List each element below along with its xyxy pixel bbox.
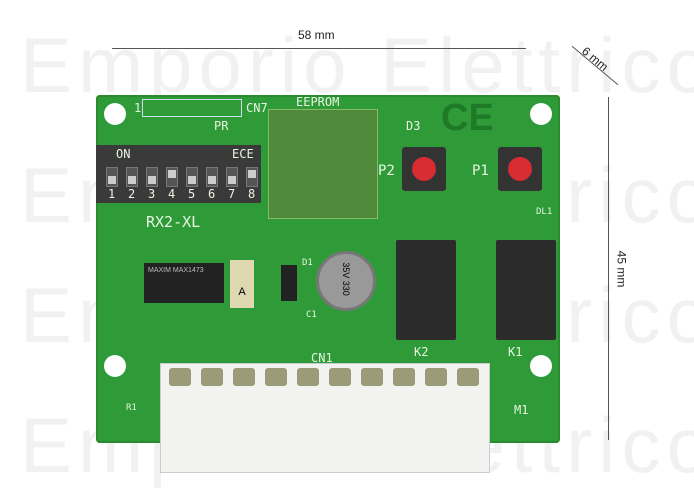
d1-label: D1	[302, 258, 313, 268]
r1-label: R1	[126, 403, 137, 413]
diode	[281, 265, 297, 301]
watermark: Emporio Elettrico	[20, 21, 694, 109]
width-dimension: 58 mm	[298, 28, 335, 42]
cn7-label: CN7	[246, 101, 268, 115]
relay-k2	[396, 240, 456, 340]
receiver-chip: MAXIM MAX1473	[144, 263, 224, 303]
model-label: RX2-XL	[146, 213, 201, 231]
p2-label: P2	[378, 163, 395, 179]
cn1-label: CN1	[311, 351, 333, 365]
terminal-block-cn1[interactable]	[160, 363, 490, 473]
mounting-hole	[530, 103, 552, 125]
eeprom-label: EEPROM	[296, 95, 340, 109]
mounting-hole	[104, 103, 126, 125]
p2-button[interactable]	[402, 147, 446, 191]
p1-label: P1	[472, 163, 489, 179]
c1-label: C1	[306, 310, 317, 320]
height-dimension-line	[608, 97, 609, 440]
ce-mark: CE	[441, 97, 494, 139]
dip-number: 6	[208, 187, 216, 201]
dip-number: 4	[168, 187, 176, 201]
dip-switch[interactable]: ON ECE 1 2 3 4 5 6 7 8	[96, 145, 261, 203]
dip-ece-label: ECE	[232, 147, 254, 161]
dip-number: 2	[128, 187, 136, 201]
d3-label: D3	[406, 119, 421, 133]
mounting-hole	[530, 355, 552, 377]
width-dimension-line	[112, 48, 526, 49]
dip-on-label: ON	[116, 147, 131, 161]
p1-button[interactable]	[498, 147, 542, 191]
dip-number: 8	[248, 187, 256, 201]
pin1-label: 1	[134, 101, 142, 115]
height-dimension: 45 mm	[614, 250, 629, 288]
pr-header	[142, 99, 242, 117]
relay-k1	[496, 240, 556, 340]
fuse: A	[230, 260, 254, 308]
pcb-board: 1 CN7 EEPROM PR ON ECE 1 2 3 4 5 6 7 8 R…	[96, 95, 560, 473]
dip-number: 5	[188, 187, 196, 201]
dl1-label: DL1	[536, 207, 553, 217]
dip-number: 3	[148, 187, 156, 201]
eeprom-module	[268, 109, 378, 219]
k1-label: K1	[508, 345, 523, 359]
mounting-hole	[104, 355, 126, 377]
capacitor: 35V 330	[316, 251, 376, 311]
m1-label: M1	[514, 403, 529, 417]
k2-label: K2	[414, 345, 429, 359]
dip-number: 1	[108, 187, 116, 201]
pr-label: PR	[214, 119, 229, 133]
dip-number: 7	[228, 187, 236, 201]
